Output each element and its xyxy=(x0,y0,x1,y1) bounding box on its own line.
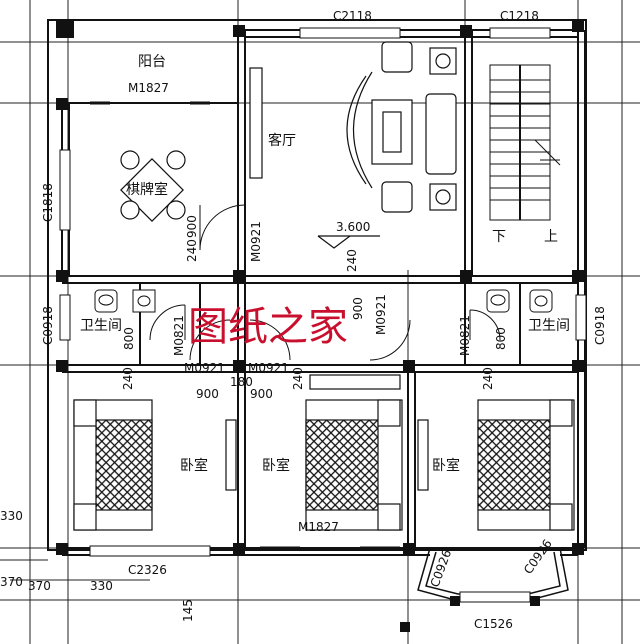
dim-900-a: 900 xyxy=(185,215,199,238)
door-label-living: M0921 xyxy=(249,221,263,262)
room-label-bath-right: 卫生间 xyxy=(528,318,570,334)
dim-145: 145 xyxy=(181,599,195,622)
dim-900-d: 900 xyxy=(250,387,273,401)
dim-800-b: 800 xyxy=(494,327,508,350)
room-label-chess: 棋牌室 xyxy=(126,181,168,198)
door-label-balcony: M1827 xyxy=(128,81,169,95)
dim-240-e: 240 xyxy=(481,367,495,390)
window-label-left-chess: C1818 xyxy=(41,183,55,222)
living-furniture xyxy=(249,41,457,213)
windows xyxy=(59,27,587,603)
dim-370-b: 370 xyxy=(28,579,51,593)
window-label-top-right: C1218 xyxy=(500,9,539,23)
chess-table xyxy=(120,150,186,222)
dim-180: 180 xyxy=(230,375,253,389)
dim-240-c: 240 xyxy=(121,367,135,390)
staircase xyxy=(489,64,561,221)
door-label-bed-mid: M0921 xyxy=(248,361,289,375)
room-label-bed-right: 卧室 xyxy=(432,457,460,474)
dim-240-a: 240 xyxy=(185,239,199,262)
dim-370-a: 370 xyxy=(0,575,23,589)
dim-900-b: 900 xyxy=(351,297,365,320)
dim-800-a: 800 xyxy=(122,327,136,350)
door-label-stair: M0921 xyxy=(374,294,388,335)
dim-330-a: 330 xyxy=(0,509,23,523)
room-label-bed-mid: 卧室 xyxy=(262,457,290,474)
doors xyxy=(90,101,501,550)
columns xyxy=(56,20,584,632)
window-label-right-bath: C0918 xyxy=(593,306,607,345)
watermark: 图纸之家 xyxy=(188,304,348,350)
door-label-bed-left: M0921 xyxy=(184,361,225,375)
dim-240-d: 240 xyxy=(291,367,305,390)
room-label-balcony: 阳台 xyxy=(138,54,166,70)
stair-down-label: 下 xyxy=(492,229,506,245)
room-label-living: 客厅 xyxy=(268,132,296,149)
dim-240-b: 240 xyxy=(345,249,359,272)
window-label-left-bath: C0918 xyxy=(41,306,55,345)
window-label-top-mid: C2118 xyxy=(333,9,372,23)
room-label-bed-left: 卧室 xyxy=(180,457,208,474)
room-label-bath-left: 卫生间 xyxy=(80,318,122,334)
window-label-bottom-left: C2326 xyxy=(128,563,167,577)
bath-fixtures xyxy=(94,289,553,313)
stair-up-label: 上 xyxy=(544,229,558,245)
level-label: 3.600 xyxy=(336,220,370,234)
door-label-bath-right: M0821 xyxy=(458,315,472,356)
beds xyxy=(73,374,575,531)
dim-900-c: 900 xyxy=(196,387,219,401)
door-label-bath-left: M0821 xyxy=(172,315,186,356)
level-marker xyxy=(317,235,380,249)
window-label-bay-bottom: C1526 xyxy=(474,617,513,631)
window-label-bay-right: C0926 xyxy=(521,537,555,577)
dim-330-b: 330 xyxy=(90,579,113,593)
door-label-bottom-mid: M1827 xyxy=(298,520,339,534)
